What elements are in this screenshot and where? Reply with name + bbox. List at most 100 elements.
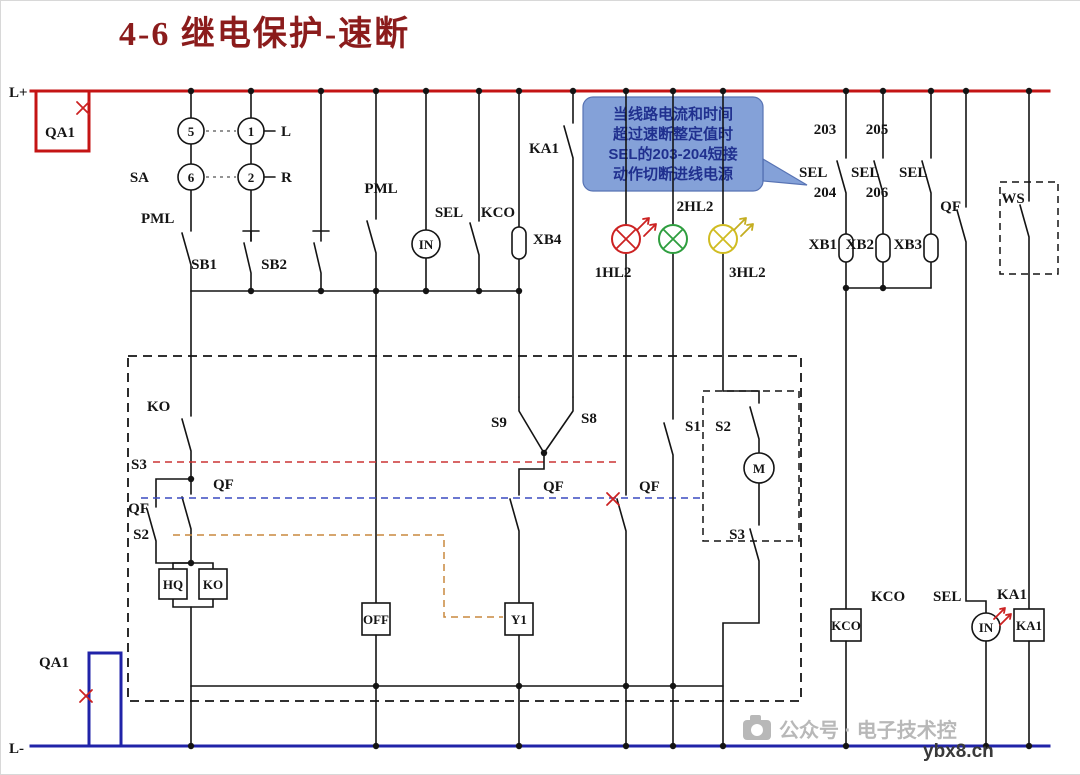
- terminal-204-label: 204: [814, 185, 837, 201]
- lamp-rays-red-icon: [636, 217, 657, 237]
- qa1-bottom-label: QA1: [39, 655, 69, 671]
- xb1-label: XB1: [809, 237, 837, 253]
- lamp-2hl2-label: 2HL2: [677, 199, 714, 215]
- kco-contact-top: KCO: [469, 90, 515, 292]
- pml-left-contact: PML: [141, 211, 192, 292]
- annotation-bubble: 当线路电流和时间 超过速断整定值时 SEL的203-204短接 动作切断进线电源: [582, 96, 808, 192]
- motor-m-label: M: [753, 461, 765, 476]
- ka1-coil-box: KA1 KA1: [997, 587, 1045, 747]
- ws-label: WS: [1001, 191, 1024, 207]
- contact-2-label: 2: [248, 170, 255, 185]
- qf-bypass-label: QF: [128, 501, 149, 517]
- l-terminal-label: L: [281, 124, 291, 140]
- xb3-label: XB3: [894, 237, 922, 253]
- kco-bot-label: KCO: [871, 589, 905, 605]
- qa1-bottom-breaker-mark-icon: [79, 689, 93, 703]
- ko-coil-box: KO: [190, 562, 228, 608]
- indicator-lamp-yellow-3hl2: 3HL2: [708, 90, 766, 392]
- contact-5-label: 5: [188, 124, 195, 139]
- hq-box-label: HQ: [163, 577, 183, 592]
- s3-left-label: S3: [131, 457, 147, 473]
- watermark: 公众号 · 电子技术控 ybx8.cn: [743, 715, 994, 762]
- sa-selector-switch: 5 1 6 2 SA L R: [130, 90, 292, 242]
- s1-contact: S1: [663, 419, 701, 687]
- qf-s2-bypass-contact: QF S2: [128, 478, 192, 564]
- negative-bus: L- QA1: [9, 651, 1051, 757]
- junction-dots: [187, 87, 1033, 750]
- qa1-top-label: QA1: [45, 125, 75, 141]
- watermark-account: 公众号 · 电子技术控: [779, 718, 957, 742]
- lamp-3hl2-label: 3HL2: [729, 265, 766, 281]
- sel-in-coil-bottom: IN SEL: [933, 589, 1012, 747]
- s2-sub-label: S2: [715, 419, 731, 435]
- positive-bus: L+ QA1: [9, 85, 1051, 153]
- kco-coil-box: KCO KCO: [830, 589, 905, 747]
- s9-s8-changeover: S9 S8: [491, 396, 597, 496]
- sb1-pushbutton: SB1: [191, 230, 260, 292]
- ka1-top-label: KA1: [529, 141, 559, 157]
- xb4-terminal: XB4: [511, 90, 562, 398]
- kco-top-label: KCO: [481, 205, 515, 221]
- sel-in-coil-top: IN SEL: [411, 90, 463, 292]
- s1-label: S1: [685, 419, 701, 435]
- qf-right-contact: QF: [940, 90, 987, 614]
- terminal-206-label: 206: [866, 185, 889, 201]
- s2-m-s3-branch: M S2 S3: [702, 390, 800, 687]
- interlock-dashed-box: [127, 355, 802, 702]
- sel-right1-label: SEL: [799, 165, 827, 181]
- qf-main-contact: QF: [181, 477, 234, 564]
- off-coil-box: OFF: [361, 602, 391, 687]
- xb4-label: XB4: [533, 232, 562, 248]
- y1-box-label: Y1: [511, 612, 527, 627]
- sel-top-label: SEL: [435, 205, 463, 221]
- qf-main-label: QF: [213, 477, 234, 493]
- sel-right3-label: SEL: [899, 165, 927, 181]
- indicator-lamp-red-1hl2: 1HL2: [595, 90, 657, 496]
- off-box-label: OFF: [363, 612, 389, 627]
- sel-bot-label: SEL: [933, 589, 961, 605]
- in-top-label: IN: [419, 237, 434, 252]
- pml-mid-label: PML: [364, 181, 397, 197]
- sel-trip-rail: [845, 287, 932, 610]
- qf-lamp-label: QF: [639, 479, 660, 495]
- page-title: 4-6 继电保护-速断: [119, 15, 410, 53]
- qf-mid-contact: QF: [509, 479, 564, 604]
- ws-contact: WS: [999, 90, 1059, 610]
- s2-left-label: S2: [133, 527, 149, 543]
- sel-trip-contact-3: SEL XB3: [894, 90, 939, 289]
- qf-mid-label: QF: [543, 479, 564, 495]
- qf-right-label: QF: [940, 199, 961, 215]
- sb2-pushbutton: SB2: [261, 90, 330, 292]
- bus-negative-label: L-: [9, 741, 24, 757]
- qf-trip-mark-icon: [606, 492, 620, 506]
- pml-mid-contact: PML: [364, 90, 398, 604]
- indicator-lamp-green-2hl2: 2HL2: [658, 90, 714, 420]
- contact-1-label: 1: [248, 124, 255, 139]
- bus-positive-label: L+: [9, 85, 28, 101]
- y1-coil-box: Y1: [504, 602, 534, 687]
- lamp-1hl2-label: 1HL2: [595, 265, 632, 281]
- ka1-bot-box-label: KA1: [1016, 618, 1042, 633]
- contact-6-label: 6: [188, 170, 195, 185]
- sa-label: SA: [130, 170, 149, 186]
- ka1-contact-top: KA1: [529, 90, 574, 398]
- r-terminal-label: R: [281, 170, 292, 186]
- qa1-top-breaker-mark-icon: [76, 101, 90, 115]
- ko-box-label: KO: [203, 577, 223, 592]
- s8-label: S8: [581, 411, 597, 427]
- pml-left-label: PML: [141, 211, 174, 227]
- terminal-203-label: 203: [814, 122, 837, 138]
- s9-label: S9: [491, 415, 507, 431]
- trip-rays-red-icon: [993, 607, 1012, 626]
- sb1-label: SB1: [191, 257, 217, 273]
- s3-sub-label: S3: [729, 527, 745, 543]
- sel-trip-contact-2: 205 206 SEL XB2: [846, 90, 891, 289]
- sel-trip-contact-1: 203 204 SEL XB1: [799, 90, 854, 289]
- terminal-205-label: 205: [866, 122, 889, 138]
- hq-coil-box: HQ: [158, 562, 192, 608]
- ko-label: KO: [147, 399, 170, 415]
- bottom-collector-rail: [190, 685, 724, 747]
- ko-contact: KO: [147, 290, 192, 480]
